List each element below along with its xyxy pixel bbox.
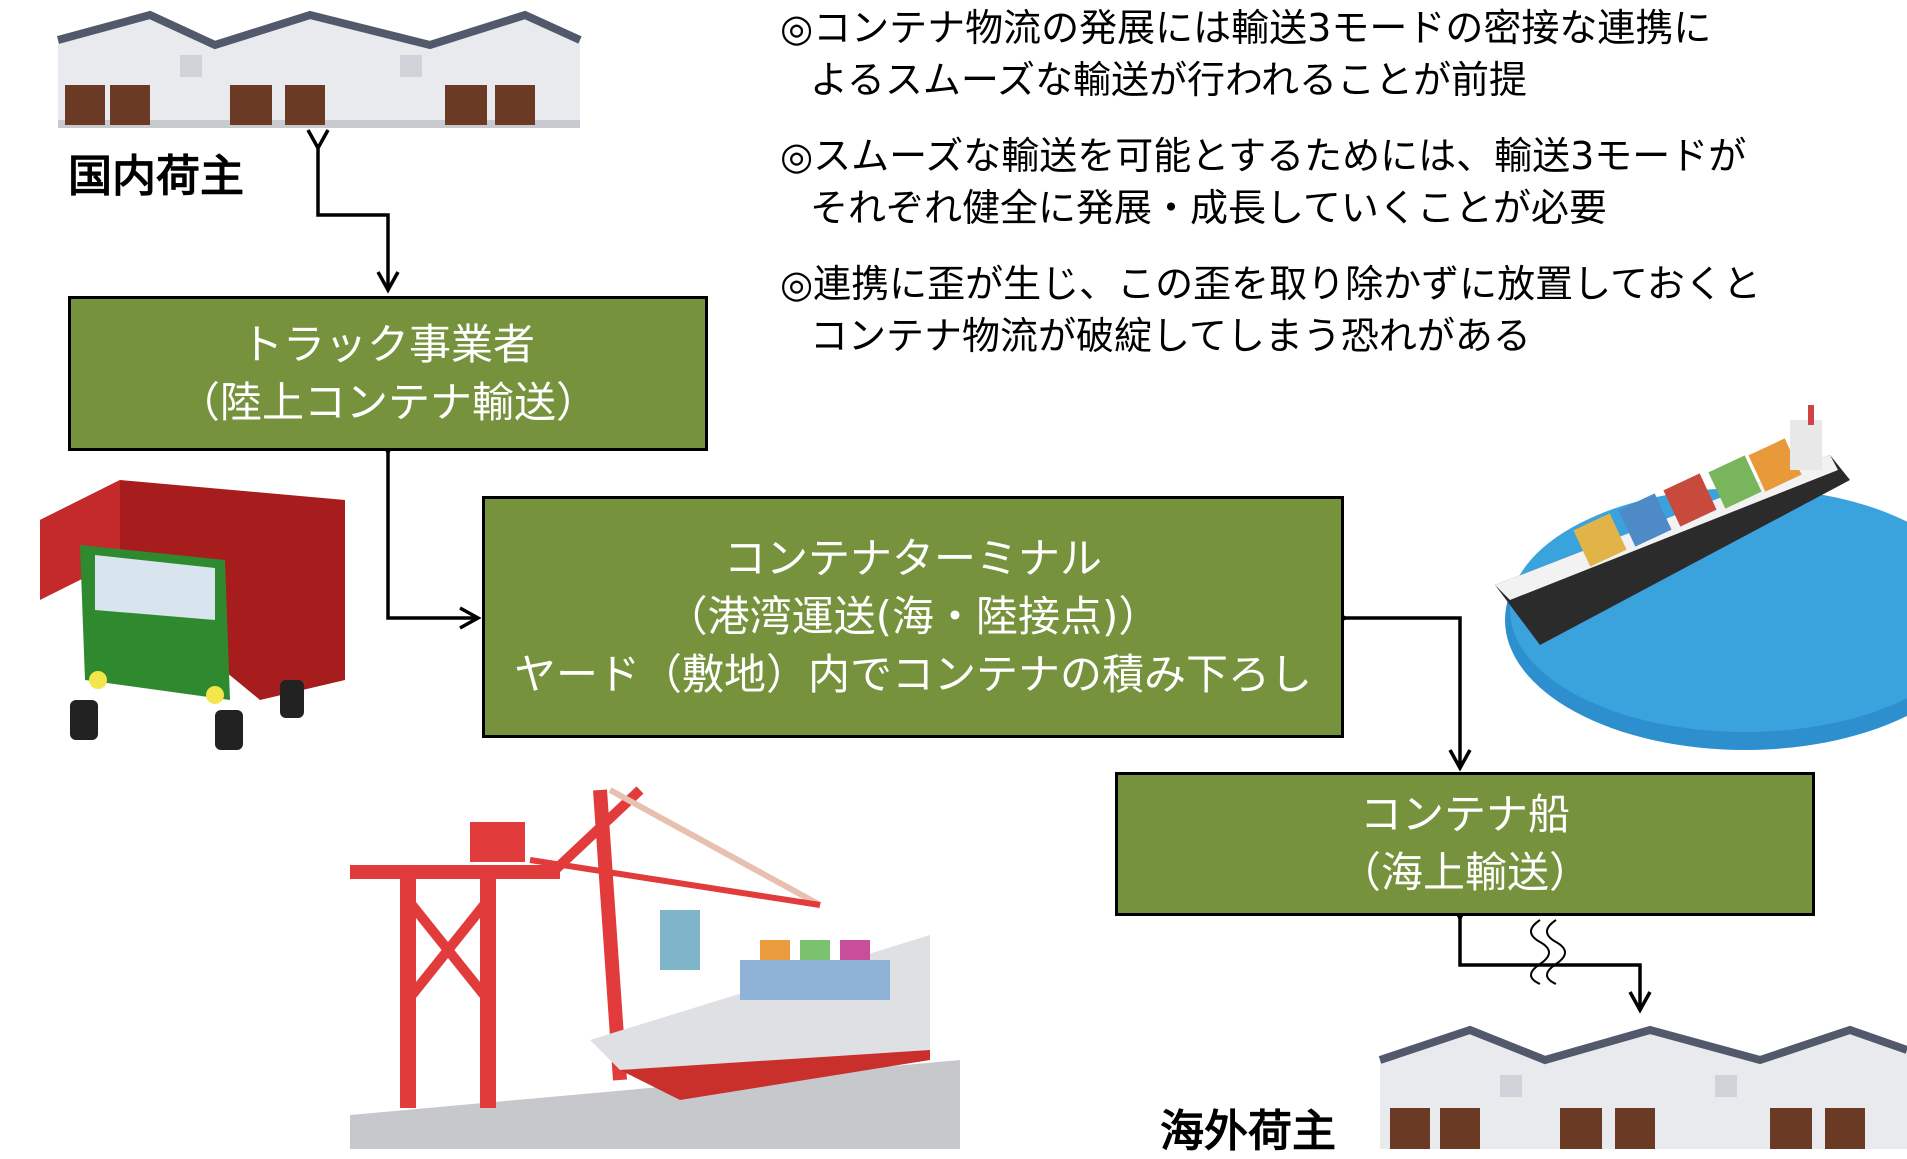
overseas-shipper-label: 海外荷主 xyxy=(1160,1106,1336,1157)
truck-operator-subtitle: （陸上コンテナ輸送） xyxy=(177,377,598,427)
overseas-warehouse-illustration xyxy=(1378,1025,1907,1149)
wave-break-mark-1 xyxy=(1530,919,1550,985)
arrow-domestic-truck xyxy=(306,129,400,294)
note-1-line2: よるスムーズな輸送が行われることが前提 xyxy=(810,58,1528,102)
note-2: ◎スムーズな輸送を可能とするためには、輸送3モードが それぞれ健全に発展・成長し… xyxy=(780,130,1890,234)
container-terminal-description: ヤード（敷地）内でコンテナの積み下ろし xyxy=(513,650,1312,699)
container-terminal-subtitle: （港湾運送(海・陸接点)） xyxy=(665,592,1161,641)
note-2-line1: ◎スムーズな輸送を可能とするためには、輸送3モードが xyxy=(780,134,1747,178)
truck-operator-box: トラック事業者 （陸上コンテナ輸送） xyxy=(68,296,708,451)
truck-operator-title: トラック事業者 xyxy=(240,319,535,369)
wave-break-mark-2 xyxy=(1546,919,1566,985)
container-ship-illustration xyxy=(1495,405,1907,750)
note-2-line2: それぞれ健全に発展・成長していくことが必要 xyxy=(810,186,1607,230)
domestic-shipper-label: 国内荷主 xyxy=(68,151,244,202)
note-3-line2: コンテナ物流が破綻してしまう恐れがある xyxy=(810,314,1531,358)
gantry-crane-illustration xyxy=(350,786,960,1149)
note-1: ◎コンテナ物流の発展には輸送3モードの密接な連携に よるスムーズな輸送が行われる… xyxy=(780,2,1890,106)
arrow-terminal-ship xyxy=(1326,606,1472,772)
note-1-line1: ◎コンテナ物流の発展には輸送3モードの密接な連携に xyxy=(780,6,1712,50)
container-ship-subtitle: （海上輸送） xyxy=(1338,848,1591,897)
note-3-line1: ◎連携に歪が生じ、この歪を取り除かずに放置しておくと xyxy=(780,262,1761,306)
note-3: ◎連携に歪が生じ、この歪を取り除かずに放置しておくと コンテナ物流が破綻してしま… xyxy=(780,258,1890,362)
arrow-truck-terminal xyxy=(376,433,482,630)
container-ship-title: コンテナ船 xyxy=(1359,790,1570,839)
flow-arrows xyxy=(306,129,1652,1014)
truck-illustration xyxy=(40,480,345,750)
domestic-warehouse-illustration xyxy=(56,10,582,128)
container-terminal-box: コンテナターミナル （港湾運送(海・陸接点)） ヤード（敷地）内でコンテナの積み… xyxy=(482,496,1344,738)
container-ship-box: コンテナ船 （海上輸送） xyxy=(1115,772,1815,916)
arrow-ship-overseas xyxy=(1448,899,1652,1014)
container-terminal-title: コンテナターミナル xyxy=(723,534,1102,583)
